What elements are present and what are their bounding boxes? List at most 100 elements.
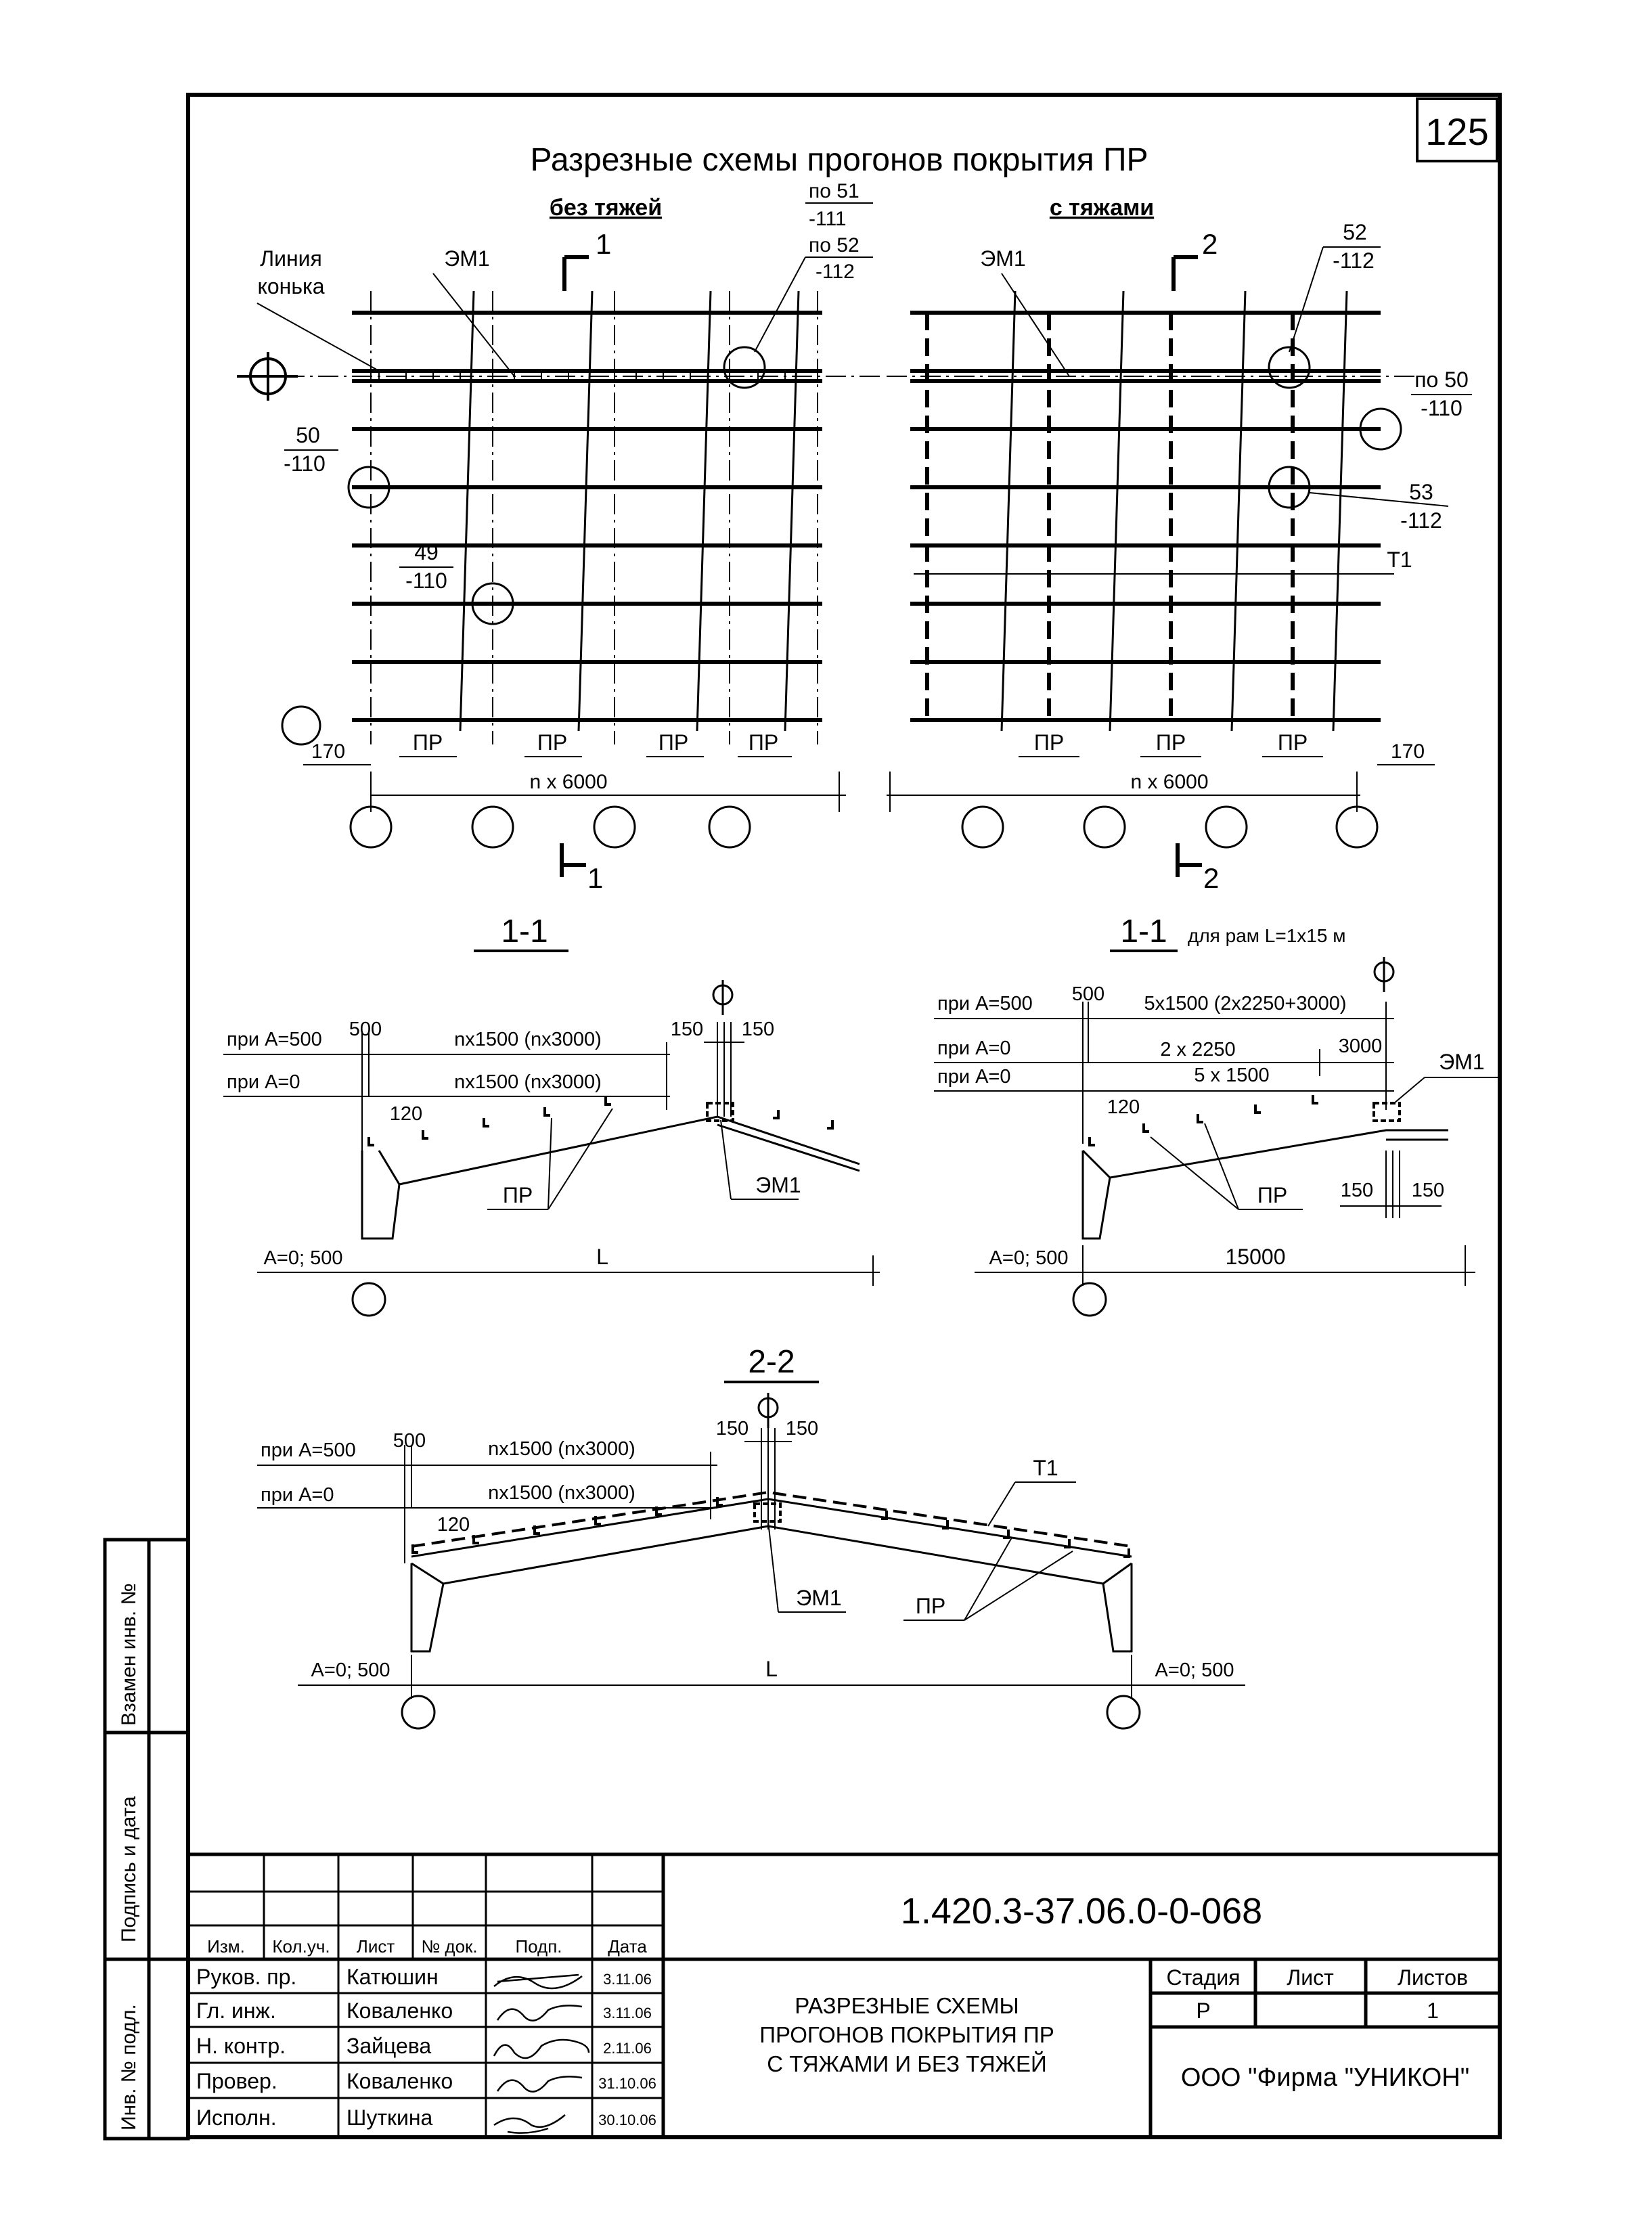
company-name: ООО "Фирма "УНИКОН" bbox=[1181, 2063, 1469, 2092]
header-cell: Изм. bbox=[207, 1936, 245, 1957]
pr-label: ПР bbox=[1278, 730, 1308, 755]
dim-150b-b: 150 bbox=[1412, 1180, 1444, 1201]
callout-52-num: 52 bbox=[1343, 220, 1367, 244]
stage-label: Стадия bbox=[1166, 1965, 1240, 1990]
dim-offset-left: 170 bbox=[311, 740, 345, 763]
header-cell: Подп. bbox=[515, 1936, 562, 1957]
node-callout-50-right bbox=[1359, 407, 1402, 451]
pr-label: ПР bbox=[1156, 730, 1186, 755]
title-block-grid bbox=[188, 1854, 663, 2137]
title-block-headers: Изм. Кол.уч. Лист № док. Подп. Дата bbox=[207, 1936, 647, 1957]
label-a500-22: при А=500 bbox=[261, 1439, 356, 1461]
t1-label-plan: Т1 bbox=[1387, 548, 1412, 572]
plan-left-heading: без тяжей bbox=[550, 195, 662, 221]
dim-span-1: nx1500 (nx3000) bbox=[454, 1029, 602, 1050]
callout-52-val: -112 bbox=[1333, 248, 1375, 273]
title-block-people: Руков. пр. Катюшин 3.11.06 Гл. инж. Кова… bbox=[196, 1965, 656, 2130]
section-11-right-dims bbox=[934, 1002, 1394, 1144]
span-label-11b: 15000 bbox=[1226, 1245, 1286, 1269]
section-mark-1-bottom bbox=[560, 843, 586, 877]
axis-bubbles-left bbox=[349, 805, 751, 849]
header-cell: № док. bbox=[421, 1936, 477, 1957]
support-left-22: А=0; 500 bbox=[311, 1659, 390, 1681]
support-label-11a: А=0; 500 bbox=[264, 1247, 343, 1269]
callout-top-2: -111 bbox=[809, 208, 847, 230]
purlins-22 bbox=[411, 1497, 1130, 1558]
label-a0-22: при А=0 bbox=[261, 1484, 334, 1506]
section-mark-2-top-label: 2 bbox=[1202, 228, 1218, 260]
side-stamp-replace: Взамен инв. № bbox=[118, 1583, 140, 1726]
section-11-left-title: 1-1 bbox=[501, 914, 548, 950]
axis-bubble-22-right bbox=[1106, 1695, 1141, 1730]
label-a500: при А=500 bbox=[227, 1029, 322, 1050]
side-stamp-inventory: Инв. № подл. bbox=[118, 2004, 140, 2130]
document-title-1: РАЗРЕЗНЫЕ СХЕМЫ bbox=[795, 1993, 1019, 2018]
person-name: Коваленко bbox=[347, 2069, 453, 2093]
callout-49-val: -110 bbox=[405, 568, 447, 593]
header-cell: Лист bbox=[357, 1936, 395, 1957]
span-dim-11a bbox=[257, 1255, 880, 1286]
axis-bubble-11a bbox=[351, 1282, 386, 1317]
ridge-label-1: Линия bbox=[260, 246, 322, 271]
drawing-title: Разрезные схемы прогонов покрытия ПР bbox=[530, 142, 1148, 178]
purlin-lines-right bbox=[910, 311, 1381, 722]
pr-labels-right: ПР ПР ПР bbox=[1019, 730, 1323, 757]
callout-top-4: -112 bbox=[816, 261, 855, 283]
person-name: Шуткина bbox=[347, 2105, 433, 2130]
dim-120-22: 120 bbox=[437, 1514, 470, 1536]
side-stamp bbox=[103, 1538, 190, 2141]
person-role: Исполн. bbox=[196, 2105, 277, 2130]
axis-bubble-row bbox=[281, 705, 321, 746]
pr-label-22: ПР bbox=[916, 1594, 945, 1618]
support-right-22: А=0; 500 bbox=[1155, 1659, 1234, 1681]
callout-50-right-val: -110 bbox=[1421, 396, 1463, 420]
dimension-line-left bbox=[370, 772, 846, 812]
section-mark-1-bottom-label: 1 bbox=[587, 862, 603, 894]
section-11-left: 1-1 при А=500 при А=0 500 nx1500 (nx3000… bbox=[223, 914, 880, 1317]
em1-box-11b bbox=[1372, 1102, 1401, 1122]
callout-53-val: -112 bbox=[1400, 508, 1442, 533]
document-title-2: ПРОГОНОВ ПОКРЫТИЯ ПР bbox=[759, 2022, 1054, 2047]
dim-150a-b: 150 bbox=[1341, 1180, 1373, 1201]
section-22: 2-2 при А=500 при А=0 500 nx1500 (nx3000… bbox=[257, 1344, 1245, 1730]
label-a0-b2: при А=0 bbox=[937, 1066, 1011, 1088]
sheets-label: Листов bbox=[1398, 1965, 1468, 1990]
section-11-right: 1-1 для рам L=1х15 м при А=500 при А=0 п… bbox=[934, 914, 1499, 1317]
em1-label-11b: ЭМ1 bbox=[1439, 1050, 1484, 1074]
rafters-right bbox=[1000, 290, 1348, 732]
dim-150-b-lines bbox=[1340, 1151, 1442, 1218]
node-callout-53 bbox=[1268, 466, 1311, 509]
pr-labels-left: ПР ПР ПР ПР bbox=[399, 730, 792, 757]
ridge-label-2: конька bbox=[258, 274, 325, 298]
person-role: Гл. инж. bbox=[196, 1999, 276, 2023]
em1-label-right: ЭМ1 bbox=[980, 246, 1025, 271]
em1-label-11a: ЭМ1 bbox=[755, 1173, 801, 1197]
pr-label-11b: ПР bbox=[1257, 1183, 1287, 1207]
dim-120: 120 bbox=[390, 1103, 422, 1125]
person-role: Н. контр. bbox=[196, 2034, 286, 2058]
dim-150b-22: 150 bbox=[786, 1418, 818, 1439]
dim-mid-b: 2 х 2250 bbox=[1160, 1039, 1235, 1061]
person-date: 3.11.06 bbox=[603, 1971, 652, 1988]
dim-500-b: 500 bbox=[1072, 983, 1104, 1005]
label-a500-b: при А=500 bbox=[937, 993, 1033, 1014]
callout-50-num: 50 bbox=[296, 423, 320, 447]
document-code: 1.420.3-37.06.0-0-068 bbox=[901, 1891, 1262, 1932]
section-11-right-title: 1-1 bbox=[1120, 914, 1167, 950]
callout-top-3: по 52 bbox=[809, 234, 860, 256]
symmetry-icon-22 bbox=[757, 1393, 779, 1428]
person-name: Зайцева bbox=[347, 2034, 431, 2058]
axis-bubble-11b bbox=[1072, 1282, 1107, 1317]
sheet-label: Лист bbox=[1287, 1965, 1334, 1990]
span-dim-11b bbox=[975, 1245, 1475, 1286]
dim-span-2: nx1500 (nx3000) bbox=[454, 1071, 602, 1093]
person-name: Катюшин bbox=[347, 1965, 439, 1989]
dim-offset-right: 170 bbox=[1391, 740, 1425, 763]
callout-53-num: 53 bbox=[1409, 480, 1433, 504]
axis-bubble-22-left bbox=[401, 1695, 436, 1730]
pr-label: ПР bbox=[537, 730, 567, 755]
person-date: 2.11.06 bbox=[603, 2040, 652, 2057]
node-callout-49 bbox=[471, 582, 514, 625]
sheet-number: 125 bbox=[1425, 110, 1488, 153]
